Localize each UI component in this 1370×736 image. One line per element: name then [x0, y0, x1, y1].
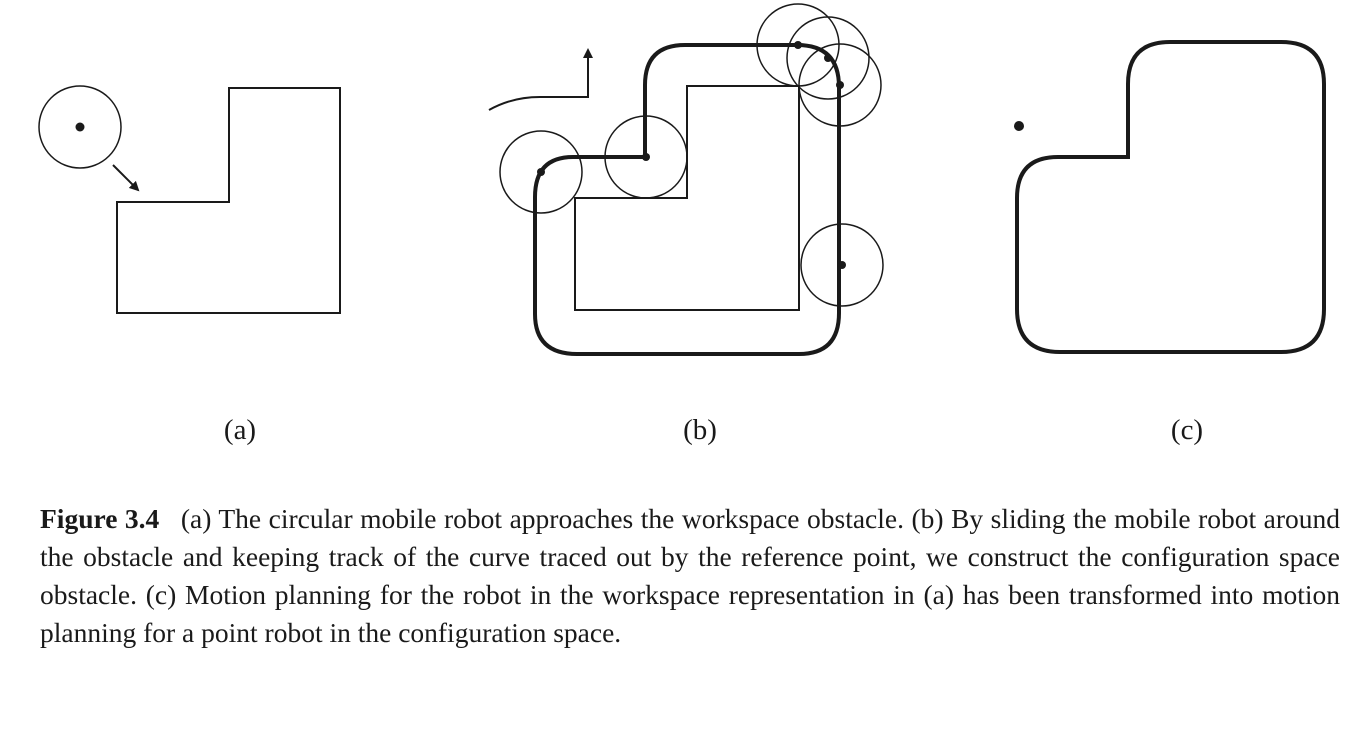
robot-circle — [604, 115, 688, 199]
approach-arrow — [112, 164, 140, 192]
panel-c — [1014, 40, 1326, 354]
reference-point — [794, 41, 802, 49]
reference-points — [537, 41, 846, 269]
workspace-obstacle — [116, 87, 341, 314]
mobile-robot-circle — [38, 85, 122, 169]
point-robot — [1014, 121, 1024, 131]
panel-label-b: (b) — [683, 414, 717, 446]
panel-a — [38, 85, 341, 314]
reference-point — [537, 168, 545, 176]
figure-3-4: (a) (b) (c) — [38, 3, 1326, 446]
configuration-space-obstacle — [1015, 40, 1326, 354]
sliding-direction-arrow — [488, 48, 593, 111]
reference-point — [642, 153, 650, 161]
robot-circle — [798, 43, 882, 127]
reference-point — [838, 261, 846, 269]
robot-sample-positions — [499, 3, 884, 307]
caption-text: (a) The circular mobile robot approaches… — [40, 503, 1340, 648]
panel-b — [488, 3, 884, 356]
panel-label-c: (c) — [1171, 414, 1203, 446]
robot-circle — [786, 16, 870, 100]
workspace-obstacle — [574, 85, 800, 311]
figure-caption: Figure 3.4 (a) The circular mobile robot… — [40, 500, 1340, 652]
configuration-space-obstacle — [533, 43, 841, 356]
panel-label-a: (a) — [224, 414, 256, 446]
robot-circle — [800, 223, 884, 307]
robot-circle — [499, 130, 583, 214]
reference-point — [836, 81, 844, 89]
reference-point — [75, 122, 85, 132]
reference-point — [824, 54, 832, 62]
caption-label: Figure 3.4 — [40, 503, 160, 534]
